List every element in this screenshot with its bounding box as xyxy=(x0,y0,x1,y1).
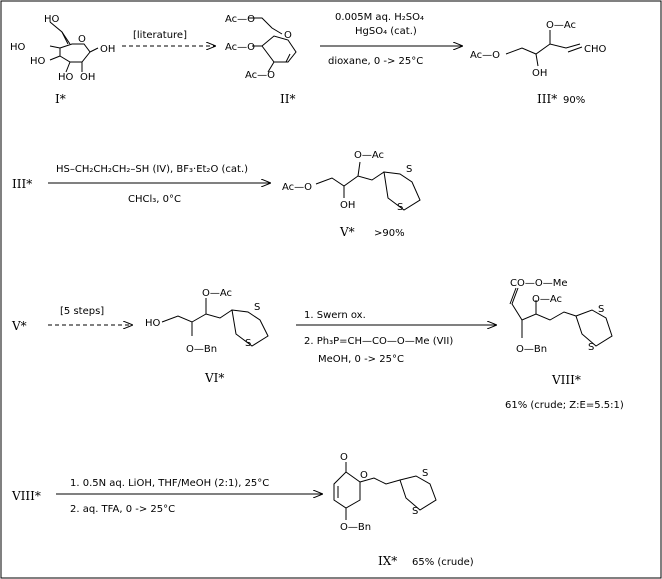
compound-I-ho-top: HO xyxy=(44,14,60,25)
compound-IX-obn: O—Bn xyxy=(340,522,371,533)
compound-V-yield: >90% xyxy=(374,228,405,239)
step1-reagent: [literature] xyxy=(133,30,187,41)
compound-IX-structure: O O O—Bn S S xyxy=(333,452,437,533)
step6-line1: 1. 0.5N aq. LiOH, THF/MeOH (2:1), 25°C xyxy=(70,478,269,489)
compound-III-oac: O—Ac xyxy=(546,20,576,31)
compound-I-oh-bottom: OH xyxy=(80,72,95,83)
compound-I-label: I* xyxy=(55,92,66,106)
compound-III-yield: 90% xyxy=(563,95,585,106)
step2-line3: dioxane, 0 -> 25°C xyxy=(328,56,423,67)
compound-III-aco: Ac—O xyxy=(470,50,500,61)
compound-IX-yield: 65% (crude) xyxy=(412,557,474,568)
compound-I-ho-mid: HO xyxy=(30,56,46,67)
compound-II-aco-top: Ac—O xyxy=(225,14,255,25)
compound-VIII-structure: CO—O—Me O—Ac O—Bn S S xyxy=(509,278,613,355)
compound-I-ho-left: HO xyxy=(10,42,26,53)
step3-start: III* xyxy=(12,177,32,191)
compound-IX-carbonyl-o: O xyxy=(340,452,348,463)
step6-start: VIII* xyxy=(11,489,41,503)
step2-line1: 0.005M aq. H₂SO₄ xyxy=(335,12,424,23)
step3-line1: HS–CH₂CH₂CH₂–SH (IV), BF₃·Et₂O (cat.) xyxy=(56,164,248,175)
step5-line3: MeOH, 0 -> 25°C xyxy=(318,354,404,365)
compound-V-s-top: S xyxy=(406,164,412,175)
step4-start: V* xyxy=(11,319,27,333)
compound-IX-ring-o: O xyxy=(360,470,368,481)
compound-III-label: III* xyxy=(537,92,557,106)
compound-VI-ho: HO xyxy=(145,318,161,329)
compound-VIII-label: VIII* xyxy=(551,373,581,387)
compound-I-ring-o: O xyxy=(78,34,86,45)
compound-VIII-ester: CO—O—Me xyxy=(510,278,568,289)
compound-VIII-oac: O—Ac xyxy=(532,294,562,305)
compound-IX-label: IX* xyxy=(378,554,397,568)
step6-line2: 2. aq. TFA, 0 -> 25°C xyxy=(70,504,175,515)
compound-VI-label: VI* xyxy=(204,371,224,385)
compound-I-oh-right: OH xyxy=(100,44,115,55)
compound-VI-oac: O—Ac xyxy=(202,288,232,299)
compound-VIII-s-bottom: S xyxy=(588,342,594,353)
compound-VIII-yield: 61% (crude; Z:E=5.5:1) xyxy=(505,400,624,411)
compound-I-structure: HO O HO OH HO HO OH xyxy=(10,14,115,83)
compound-VIII-s-top: S xyxy=(598,304,604,315)
compound-VI-obn: O—Bn xyxy=(186,344,217,355)
compound-III-cho: CHO xyxy=(584,44,607,55)
compound-II-aco-mid: Ac—O xyxy=(225,42,255,53)
compound-II-label: II* xyxy=(280,92,295,106)
compound-V-aco: Ac—O xyxy=(282,182,312,193)
step2-line2: HgSO₄ (cat.) xyxy=(355,26,417,37)
step4-reagent: [5 steps] xyxy=(60,306,104,317)
compound-V-label: V* xyxy=(339,225,355,239)
compound-VI-structure: HO O—Ac O—Bn S S xyxy=(145,288,269,355)
compound-IX-s-bottom: S xyxy=(412,506,418,517)
compound-V-oac: O—Ac xyxy=(354,150,384,161)
compound-II-structure: Ac—O O Ac—O Ac—O xyxy=(225,14,297,81)
compound-VI-s-bottom: S xyxy=(245,338,251,349)
compound-V-structure: Ac—O O—Ac OH S S xyxy=(282,150,421,213)
compound-V-s-bottom: S xyxy=(397,202,403,213)
compound-VIII-obn: O—Bn xyxy=(516,344,547,355)
compound-III-structure: Ac—O O—Ac OH CHO xyxy=(470,20,607,79)
compound-V-oh: OH xyxy=(340,200,355,211)
compound-II-ring-o: O xyxy=(284,30,292,41)
compound-IX-s-top: S xyxy=(422,468,428,479)
compound-III-oh: OH xyxy=(532,68,547,79)
step3-line2: CHCl₃, 0°C xyxy=(128,194,181,205)
step5-line1: 1. Swern ox. xyxy=(304,310,366,321)
compound-II-aco-bottom: Ac—O xyxy=(245,70,275,81)
compound-I-ho-bottom: HO xyxy=(58,72,74,83)
step5-line2: 2. Ph₃P=CH—CO—O—Me (VII) xyxy=(304,336,453,347)
compound-VI-s-top: S xyxy=(254,302,260,313)
